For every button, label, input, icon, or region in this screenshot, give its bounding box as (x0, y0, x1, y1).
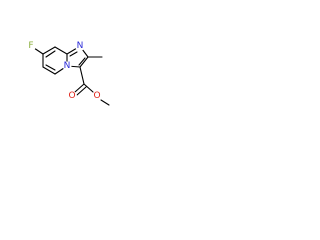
substituents (33, 47, 110, 106)
bond-c7-fluorine (33, 47, 44, 55)
bond-c2-c3 (79, 56, 89, 68)
nitrogen-atom-bridge: N (62, 61, 72, 71)
double-bond-c7-c8-inner (45, 50, 56, 58)
double-bond-c2-c3-inner (78, 57, 86, 66)
double-bond-c8a-n1-inner (69, 51, 78, 57)
fluorine-atom: F (26, 41, 36, 51)
bond-n1-c2 (81, 48, 89, 58)
bond-c7-c8 (42, 46, 56, 55)
bond-c8a-n1 (66, 47, 78, 55)
nitrogen-bridge-label: N (64, 61, 71, 71)
fluorine-label: F (28, 41, 33, 51)
nitrogen-top-label: N (77, 41, 84, 51)
bond-carbonyl-ester-oxygen (83, 83, 94, 93)
bond-carbonyl-oxygen-double-b (76, 86, 87, 96)
bond-ester-oxygen-methyl (100, 99, 110, 106)
bond-c3-carbonyl (79, 66, 85, 85)
ester-oxygen-label: O (93, 91, 100, 101)
nitrogen-atom-top: N (75, 41, 85, 51)
bond-c5-c6 (42, 66, 56, 75)
double-bond-c5-c6-inner (45, 64, 56, 71)
carbonyl-oxygen-label: O (68, 91, 75, 101)
ester-oxygen-atom: O (92, 91, 102, 101)
carbonyl-oxygen-atom: O (67, 91, 77, 101)
chemical-structure: F N N O O (26, 41, 110, 106)
bond-carbonyl-oxygen-double-a (74, 83, 85, 93)
bond-c8-c8a (54, 46, 68, 55)
